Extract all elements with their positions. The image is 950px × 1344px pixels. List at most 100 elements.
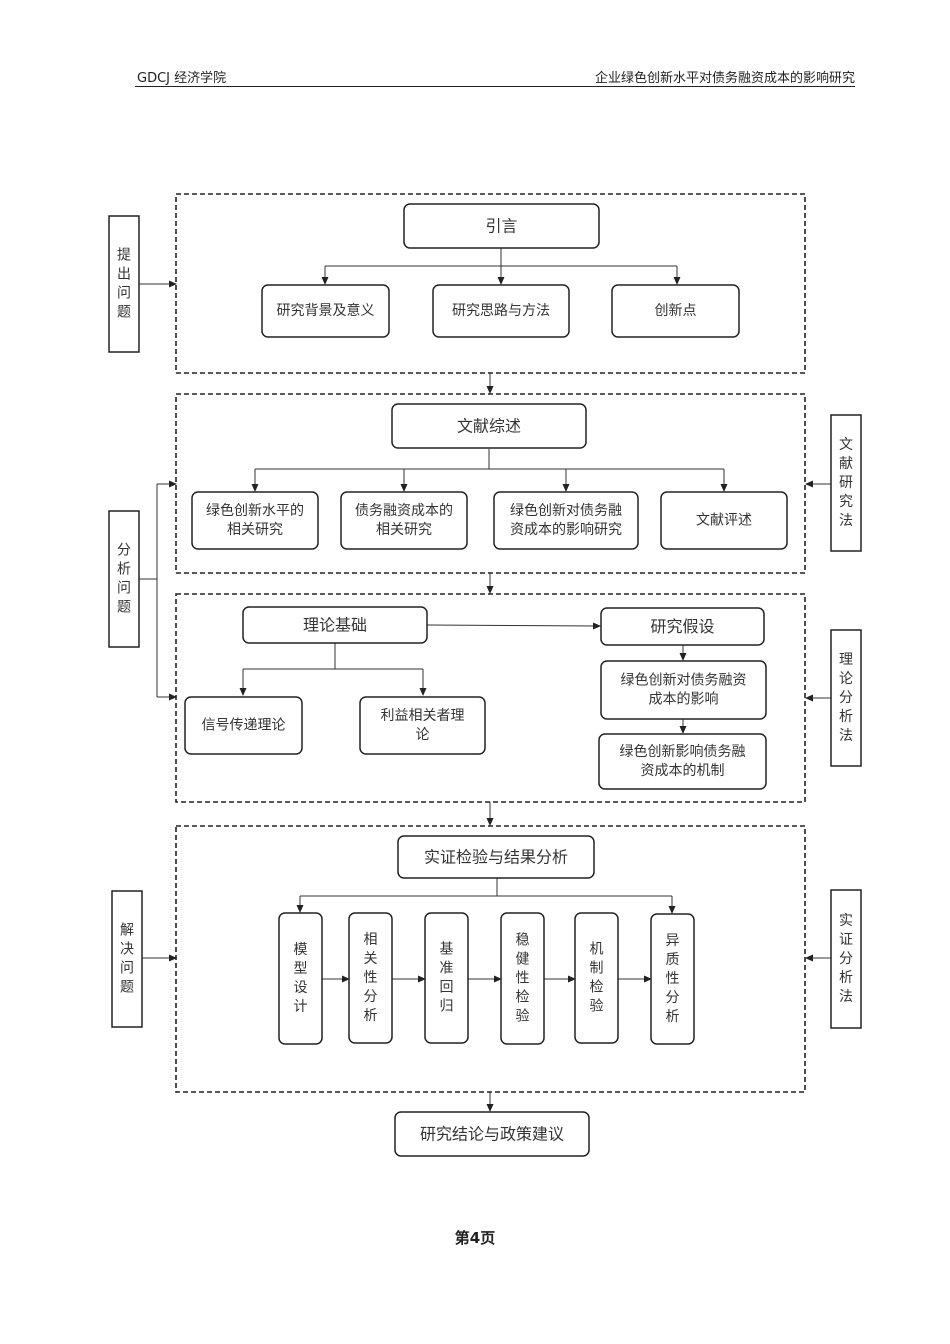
intro-title-box-label: 引言 [485, 217, 517, 236]
theory-item-1: 信号传递理论 [184, 696, 303, 755]
side-empirical-method-char: 分 [839, 951, 853, 967]
empirical-step-3-char: 基 [440, 941, 454, 958]
page-number: 第4页 [454, 1229, 496, 1247]
side-empirical-method-char: 法 [839, 989, 853, 1005]
side-theory-method-char: 析 [839, 709, 853, 725]
empirical-title-box-label: 实证检验与结果分析 [424, 848, 568, 867]
empirical-step-2-char: 分 [364, 989, 378, 1005]
intro-item-3-label: 创新点 [655, 303, 697, 319]
hypothesis-title-box: 研究假设 [600, 607, 765, 646]
side-theory-method-char: 理 [839, 652, 853, 668]
header-rule [135, 86, 855, 87]
empirical-step-3-char: 归 [440, 997, 454, 1014]
side-ask-char: 问 [117, 285, 131, 301]
side-theory-method-char: 法 [839, 728, 853, 744]
conclusion-box-label: 研究结论与政策建议 [420, 1125, 564, 1144]
review-title-box-label: 文献综述 [457, 417, 521, 436]
empirical-step-4-char: 稳 [516, 933, 530, 949]
empirical-step-3-char: 准 [440, 961, 454, 977]
review-item-4-label: 文献评述 [696, 513, 752, 529]
side-solve-char: 题 [120, 979, 134, 995]
section-theory-frame [175, 593, 806, 803]
side-ask-char: 题 [117, 304, 131, 320]
side-solve-char: 决 [120, 942, 134, 958]
side-analyze-char: 问 [117, 580, 131, 596]
empirical-step-5-char: 检 [590, 979, 604, 995]
review-item-2-label: 债务融资成本的 [355, 503, 453, 519]
empirical-step-3-char: 回 [440, 979, 454, 995]
header-right-text: 企业绿色创新水平对债务融资成本的影响研究 [594, 71, 855, 86]
intro-item-1-label: 研究背景及意义 [277, 302, 375, 319]
section-review-frame [175, 393, 806, 574]
hypothesis-item-2-label: 资成本的机制 [641, 763, 725, 779]
side-empirical-method-char: 析 [839, 970, 853, 986]
empirical-step-2-char: 性 [364, 970, 378, 986]
theory-to-hypothesis [426, 622, 601, 630]
header-left-text: GDCJ 经济学院 [137, 71, 227, 86]
section-empirical-frame [175, 825, 806, 1093]
side-ask-char: 提 [117, 248, 131, 264]
empirical-step-1-char: 型 [294, 961, 308, 977]
side-analyze-char: 题 [117, 599, 131, 615]
side-solve-char: 解 [120, 923, 134, 939]
hypothesis-title-box-label: 研究假设 [650, 617, 714, 636]
empirical-step-4-char: 性 [516, 971, 530, 987]
intro-item-1: 研究背景及意义 [261, 284, 390, 338]
section-intro-frame [175, 193, 806, 374]
side-empirical-method-char: 实 [839, 913, 853, 929]
empirical-step-5-char: 制 [590, 961, 604, 977]
hypothesis-item-1-label: 绿色创新对债务融资 [621, 672, 747, 689]
empirical-step-4-char: 健 [516, 952, 530, 968]
intro-item-2: 研究思路与方法 [432, 284, 570, 338]
empirical-step-1-char: 模 [294, 942, 308, 958]
empirical-step-6-char: 异 [666, 933, 680, 949]
theory-title-box-label: 理论基础 [303, 616, 367, 635]
side-lit-method-char: 法 [839, 513, 853, 529]
review-item-1-label: 相关研究 [227, 522, 283, 538]
empirical-step-2-char: 关 [364, 951, 378, 967]
side-lit-method-char: 文 [839, 437, 853, 453]
empirical-step-5-char: 验 [590, 998, 604, 1014]
empirical-title-box: 实证检验与结果分析 [397, 835, 595, 879]
empirical-step-4-char: 检 [516, 989, 530, 1005]
empirical-step-6-char: 分 [666, 990, 680, 1006]
theory-title-box: 理论基础 [242, 606, 428, 644]
side-lit-method-char: 研 [839, 475, 853, 491]
review-title-box: 文献综述 [391, 403, 587, 449]
review-item-1-label: 绿色创新水平的 [206, 502, 304, 519]
review-item-3-label: 资成本的影响研究 [510, 522, 622, 538]
side-theory-method-char: 分 [839, 690, 853, 706]
empirical-step-2-char: 相 [364, 932, 378, 948]
side-empirical-method-char: 证 [839, 932, 853, 948]
side-ask-char: 出 [117, 267, 131, 283]
empirical-step-1-char: 计 [294, 999, 308, 1015]
empirical-step-4-char: 验 [516, 1008, 530, 1024]
hypothesis-item-2-label: 绿色创新影响债务融 [620, 743, 746, 760]
review-item-2-label: 相关研究 [376, 522, 432, 538]
side-lit-method-char: 献 [839, 456, 853, 472]
theory-item-1-label: 信号传递理论 [202, 718, 286, 734]
hypothesis-item-1-label: 成本的影响 [649, 691, 719, 707]
empirical-step-6-char: 性 [666, 971, 680, 987]
side-solve-char: 问 [120, 960, 134, 976]
intro-item-3: 创新点 [611, 284, 740, 338]
side-analyze-char: 分 [117, 543, 131, 559]
review-item-4: 文献评述 [660, 491, 788, 550]
review-item-3-label: 绿色创新对债务融 [510, 502, 622, 519]
